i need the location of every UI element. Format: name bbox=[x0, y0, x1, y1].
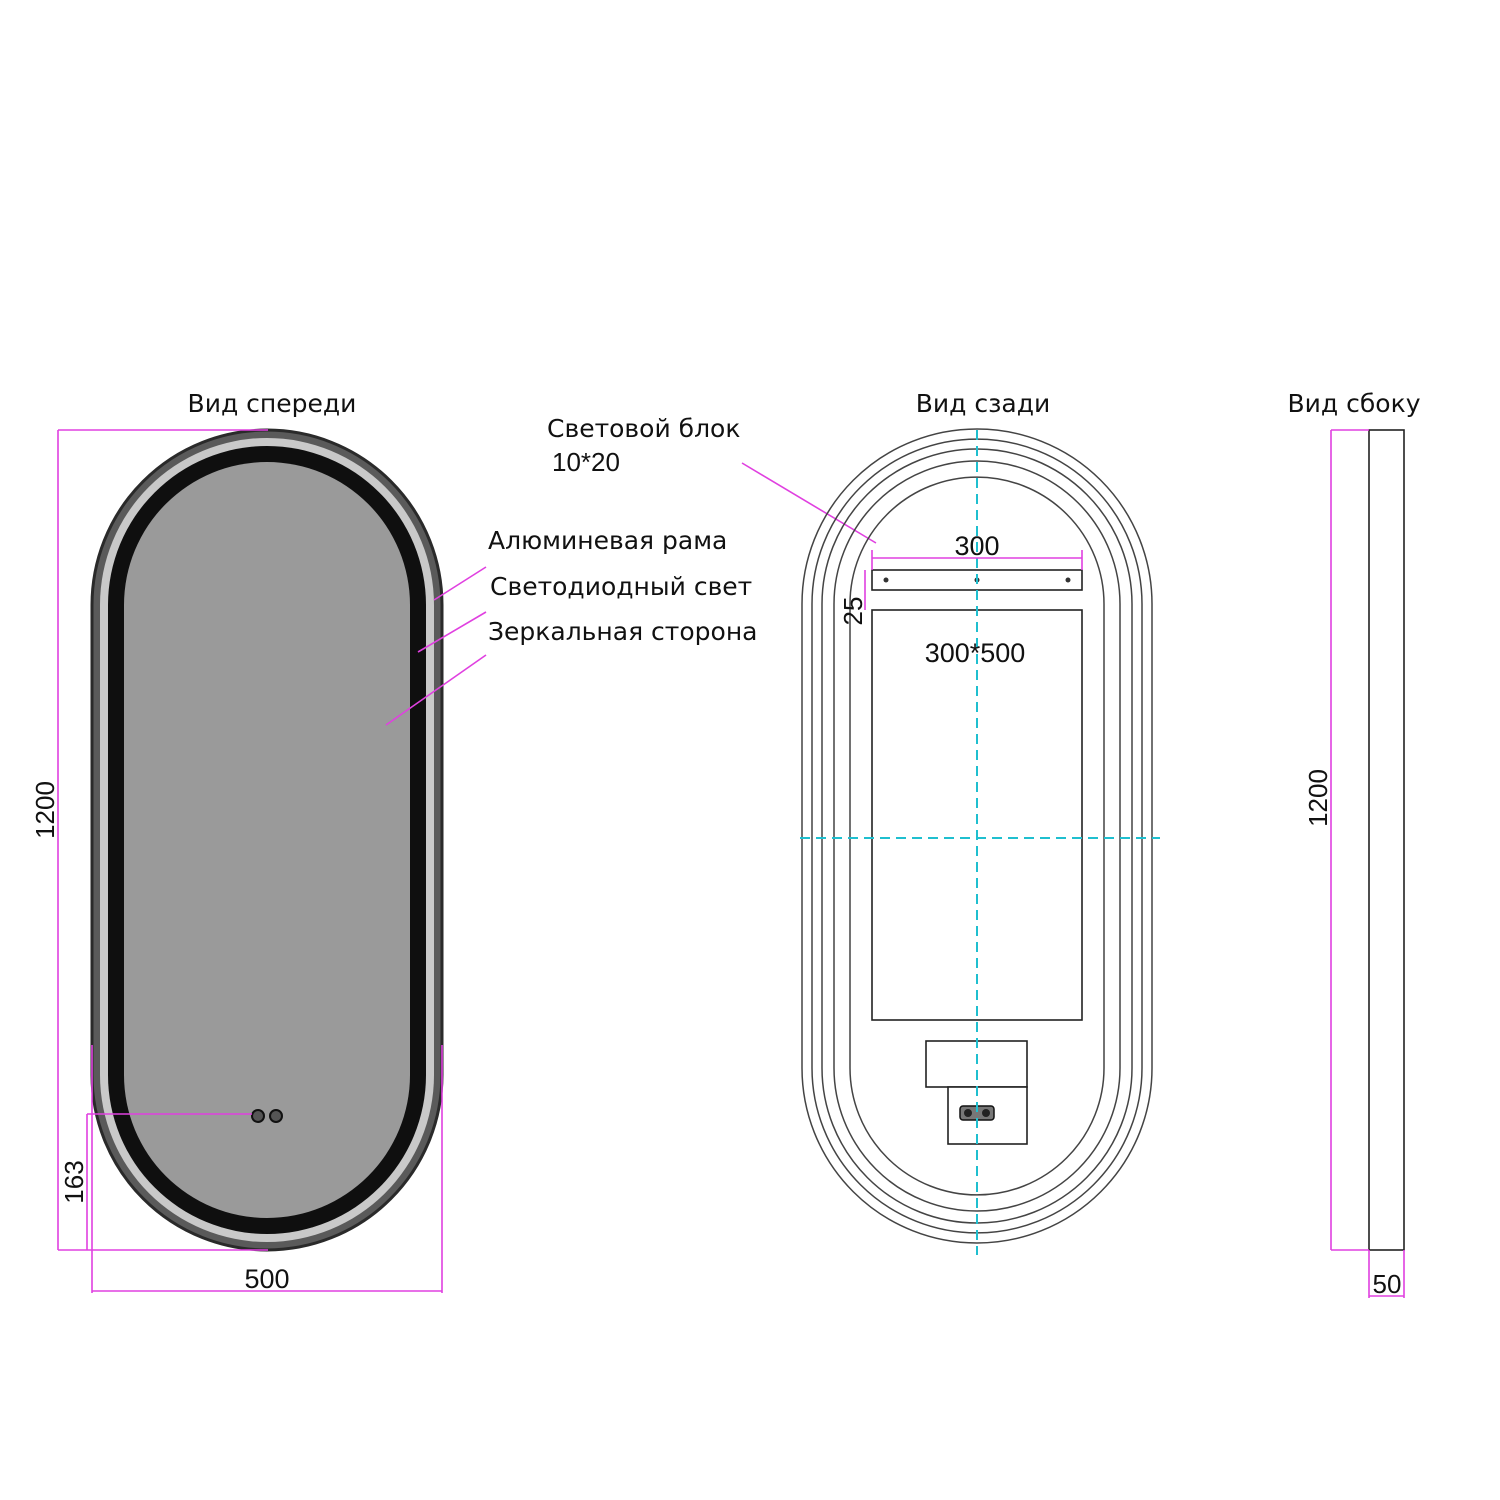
back-dimensions bbox=[864, 550, 1083, 610]
panel-size-label: 300*500 bbox=[925, 638, 1026, 668]
front-view: Вид спереди 1200 163 500 bbox=[30, 389, 487, 1294]
front-height-label: 1200 bbox=[30, 781, 60, 839]
side-dimensions bbox=[1330, 429, 1405, 1298]
light-block-title: Световой блок bbox=[547, 414, 740, 443]
connector-pin-icon bbox=[982, 1109, 990, 1117]
bracket-hole-icon bbox=[883, 577, 889, 583]
front-view-title: Вид спереди bbox=[188, 389, 357, 418]
side-profile bbox=[1368, 429, 1405, 1251]
back-frame-rings bbox=[801, 428, 1153, 1244]
led-callout: Светодиодный свет bbox=[490, 572, 752, 601]
front-dimensions bbox=[57, 429, 487, 1293]
touch-button-icon bbox=[251, 1109, 265, 1123]
button-height-label: 163 bbox=[59, 1160, 89, 1203]
light-block-size: 10*20 bbox=[552, 447, 620, 477]
light-block-leader bbox=[741, 462, 877, 544]
center-lines bbox=[800, 430, 1160, 1255]
mirror-callout: Зеркальная сторона bbox=[488, 617, 758, 646]
side-height-label: 1200 bbox=[1303, 769, 1333, 827]
mirror-surface bbox=[124, 462, 410, 1218]
side-view-title: Вид сбоку bbox=[1288, 389, 1421, 418]
callouts: Световой блок 10*20 Алюминевая рама Свет… bbox=[488, 414, 877, 646]
side-depth-label: 50 bbox=[1373, 1269, 1402, 1299]
connector-pin-icon bbox=[964, 1109, 972, 1117]
bracket-hole-icon bbox=[1065, 577, 1071, 583]
back-view: Вид сзади bbox=[800, 389, 1160, 1255]
front-width-label: 500 bbox=[244, 1264, 289, 1294]
bracket-width-label: 300 bbox=[954, 531, 999, 561]
touch-button-icon bbox=[269, 1109, 283, 1123]
side-view: Вид сбоку 1200 50 bbox=[1288, 389, 1421, 1299]
frame-callout: Алюминевая рама bbox=[488, 526, 727, 555]
back-view-title: Вид сзади bbox=[916, 389, 1051, 418]
bracket-offset-label: 25 bbox=[838, 597, 868, 626]
